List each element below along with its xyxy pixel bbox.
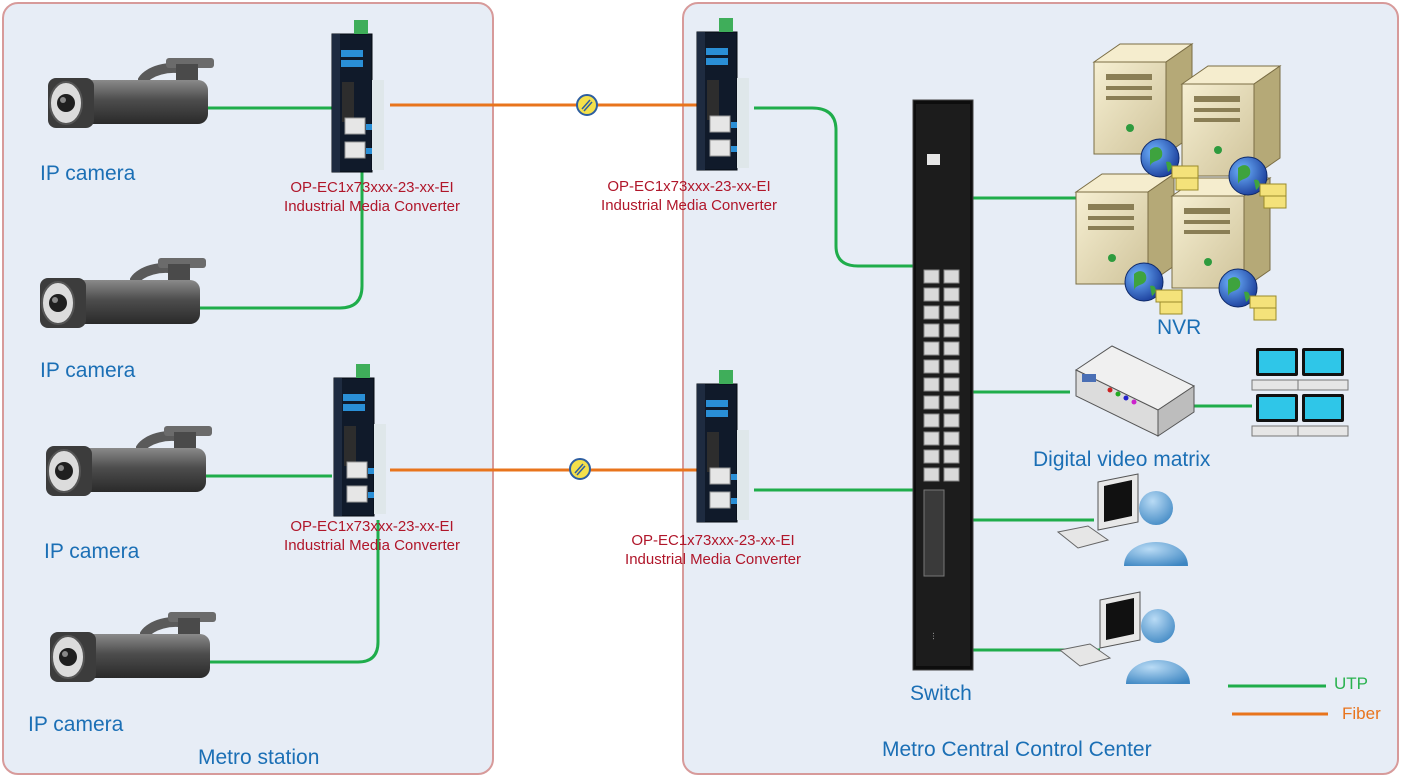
- switch-port: [943, 269, 960, 284]
- camera-label: IP camera: [44, 540, 140, 563]
- camera-label: IP camera: [28, 713, 124, 736]
- switch-port: [923, 467, 940, 482]
- switch-port: [923, 323, 940, 338]
- switch-port: [923, 449, 940, 464]
- switch-port: [923, 377, 940, 392]
- switch-port: [943, 341, 960, 356]
- media-converter-icon: [696, 17, 750, 171]
- switch-port: [923, 341, 940, 356]
- camera-label: IP camera: [40, 162, 136, 185]
- switch-port: [943, 323, 960, 338]
- switch-port: [943, 359, 960, 374]
- metro-station-title: Metro station: [198, 746, 320, 769]
- switch-port: [923, 305, 940, 320]
- server-icon: [1181, 65, 1281, 177]
- monitor-icon: [1251, 393, 1303, 437]
- switch-port: [943, 377, 960, 392]
- converter-label: OP-EC1x73xxx-23-xx-EI Industrial Media C…: [584, 177, 794, 215]
- fiber-connector-icon: [576, 94, 598, 116]
- switch-port: [923, 413, 940, 428]
- server-icon: [1093, 43, 1193, 155]
- server-icon: [1075, 173, 1175, 285]
- switch-port: [943, 431, 960, 446]
- nvr-label: NVR: [1157, 316, 1202, 339]
- switch-port: [923, 287, 940, 302]
- switch-port: [943, 395, 960, 410]
- converter-model: OP-EC1x73xxx-23-xx-EI: [607, 178, 771, 195]
- utp-link: [190, 520, 380, 664]
- converter-label: OP-EC1x73xxx-23-xx-EI Industrial Media C…: [267, 178, 477, 216]
- monitor-icon: [1297, 347, 1349, 391]
- media-converter-icon: [331, 19, 385, 173]
- utp-link: [754, 106, 916, 268]
- converter-label: OP-EC1x73xxx-23-xx-EI Industrial Media C…: [267, 517, 477, 555]
- utp-links: [185, 106, 1326, 688]
- globe-icon: [1218, 268, 1277, 321]
- monitor-icon: [1297, 393, 1349, 437]
- media-converter-icon: [333, 363, 387, 517]
- switch-port: [943, 287, 960, 302]
- switch-port: [923, 269, 940, 284]
- switch-label: Switch: [910, 682, 972, 705]
- switch-port: [923, 431, 940, 446]
- control-center-title: Metro Central Control Center: [882, 738, 1152, 761]
- media-converter-icon: [696, 369, 750, 523]
- server-icon: [1171, 177, 1271, 289]
- svg-text:⋯: ⋯: [929, 632, 938, 640]
- camera-label: IP camera: [40, 359, 136, 382]
- switch-port: [943, 305, 960, 320]
- switch-port: [943, 467, 960, 482]
- converter-desc: Industrial Media Converter: [284, 537, 460, 554]
- converter-model: OP-EC1x73xxx-23-xx-EI: [290, 518, 454, 535]
- ip-camera-icon: [48, 58, 214, 128]
- video-matrix-icon: [1074, 345, 1196, 437]
- fiber-connector-icon: [569, 458, 591, 480]
- converter-desc: Industrial Media Converter: [601, 197, 777, 214]
- converter-desc: Industrial Media Converter: [625, 551, 801, 568]
- ip-camera-icon: [46, 426, 212, 496]
- switch-port: [923, 395, 940, 410]
- switch-icon: ⋯: [912, 99, 974, 671]
- monitor-icon: [1251, 347, 1303, 391]
- utp-link: [185, 160, 364, 310]
- switch-port: [943, 449, 960, 464]
- legend-utp-label: UTP: [1334, 674, 1368, 693]
- ip-camera-icon: [50, 612, 216, 682]
- workstation-user-icon: [1059, 591, 1191, 685]
- converter-desc: Industrial Media Converter: [284, 198, 460, 215]
- converter-model: OP-EC1x73xxx-23-xx-EI: [631, 532, 795, 549]
- converter-model: OP-EC1x73xxx-23-xx-EI: [290, 179, 454, 196]
- converter-label: OP-EC1x73xxx-23-xx-EI Industrial Media C…: [608, 531, 818, 569]
- fiber-links: [390, 103, 1328, 716]
- video-matrix-label: Digital video matrix: [1033, 448, 1211, 471]
- ip-camera-icon: [40, 258, 206, 328]
- legend-fiber-label: Fiber: [1342, 704, 1381, 723]
- switch-port: [943, 413, 960, 428]
- switch-port: [923, 359, 940, 374]
